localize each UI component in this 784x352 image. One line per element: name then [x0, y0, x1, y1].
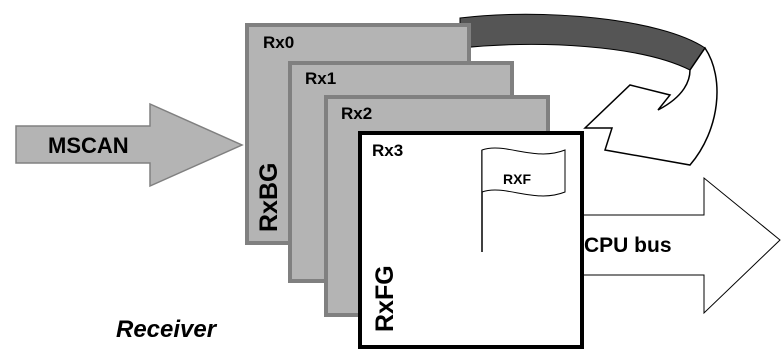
buffer-rx3-label: Rx3 [372, 141, 403, 160]
rotation-arrow-white-band [583, 46, 718, 166]
buffer-rx2-label: Rx2 [341, 104, 372, 123]
cpu-bus-arrow-label: CPU bus [584, 234, 672, 257]
rxbg-label: RxBG [255, 163, 283, 232]
rotation-arrow [459, 13, 718, 166]
buffer-rx0-label: Rx0 [263, 33, 294, 52]
rxfg-label: RxFG [371, 265, 399, 332]
rxf-flag: RXF [481, 147, 566, 252]
receiver-caption: Receiver [116, 316, 218, 343]
mscan-arrow-label: MSCAN [48, 133, 129, 158]
buffer-rx1-label: Rx1 [305, 69, 336, 88]
flag-label: RXF [503, 171, 531, 187]
cpu-bus-output-arrow: CPU bus [559, 176, 781, 315]
flag-cloth [481, 147, 566, 197]
mscan-arrow-shape [15, 102, 244, 188]
mscan-input-arrow: MSCAN [15, 102, 244, 188]
